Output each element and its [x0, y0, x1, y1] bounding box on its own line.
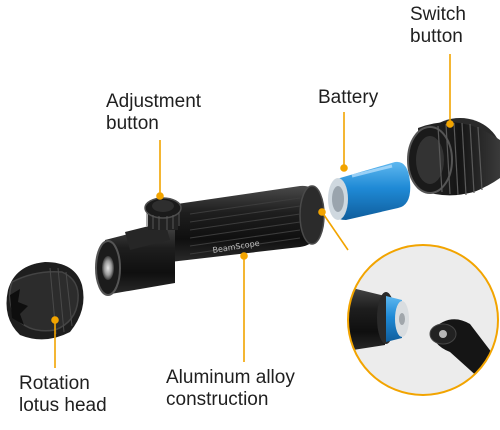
label-rotation-lotus-head: Rotation lotus head: [19, 373, 107, 417]
battery-cell: [328, 161, 411, 220]
zoom-inset: [347, 244, 499, 396]
label-adjustment-line2: button: [106, 113, 159, 134]
label-adjustment-line1: Adjustment: [106, 91, 202, 112]
lotus-head: [6, 262, 84, 340]
laser-body: BeamScope: [95, 185, 325, 296]
switch-cap: [407, 118, 500, 196]
label-battery-text: Battery: [318, 87, 379, 108]
adjustment-knob: [144, 197, 182, 230]
label-battery: Battery: [318, 87, 378, 109]
label-rotation-line1: Rotation: [19, 373, 90, 394]
label-alloy-line1: Aluminum alloy: [166, 367, 295, 388]
label-aluminum-alloy: Aluminum alloy construction: [166, 367, 295, 411]
callout-lines: [51, 54, 454, 368]
label-switch-button: Switch button: [410, 4, 495, 48]
label-adjustment-button: Adjustment button: [106, 91, 201, 135]
label-alloy-line2: construction: [166, 389, 269, 410]
label-switch-line2: button: [410, 26, 463, 47]
label-rotation-line2: lotus head: [19, 395, 107, 416]
label-switch-line1: Switch: [410, 4, 466, 25]
